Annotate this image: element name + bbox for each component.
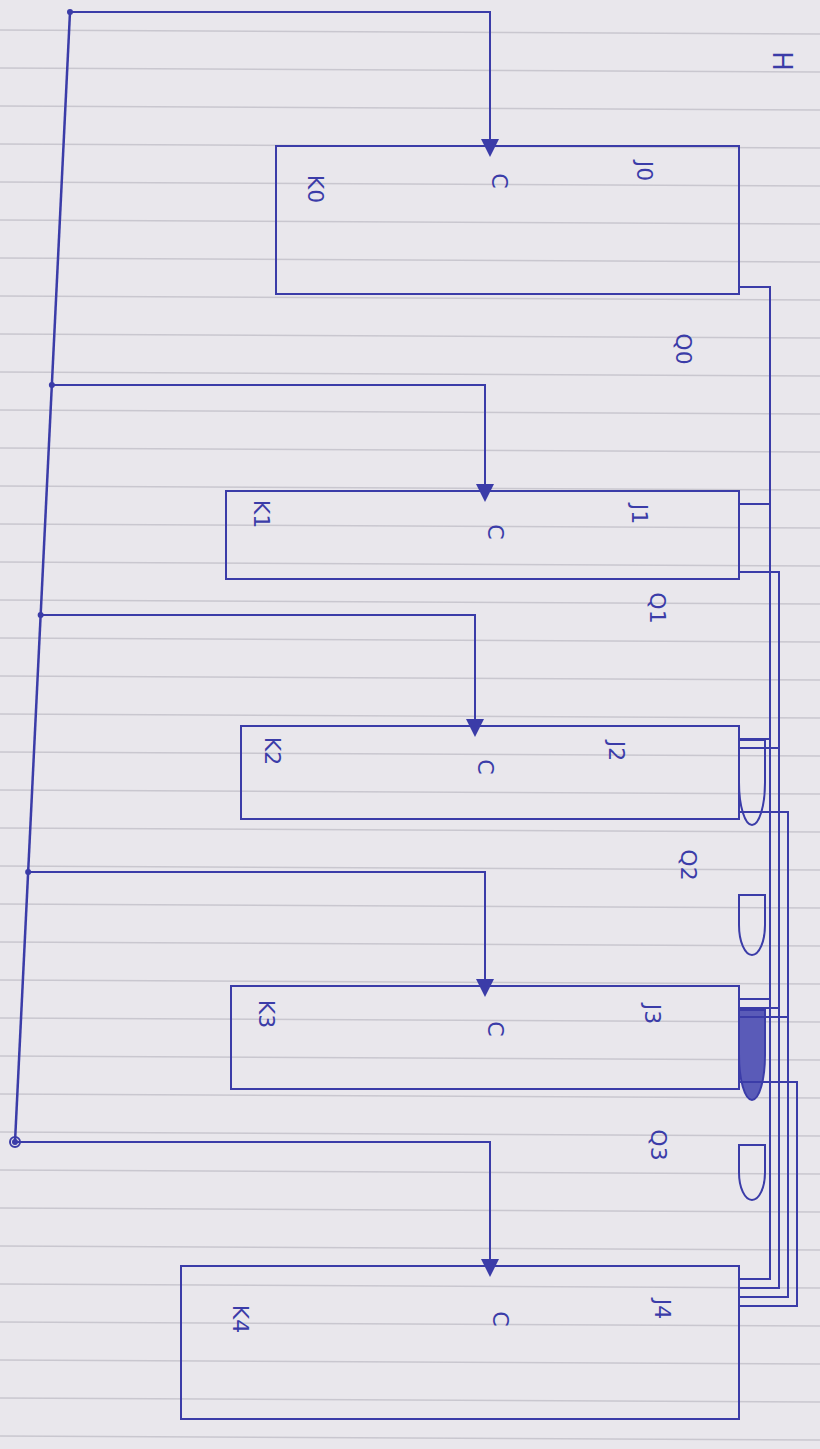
ruled-line <box>0 1094 820 1098</box>
ruled-line <box>0 942 820 946</box>
ruled-line <box>0 904 820 908</box>
clock-wire <box>41 615 475 723</box>
ruled-line <box>0 372 820 376</box>
ruled-line <box>0 30 820 34</box>
clock-arrow <box>481 139 499 157</box>
clock-wire <box>52 385 485 488</box>
ruled-line <box>0 676 820 680</box>
ruled-line <box>0 752 820 756</box>
ruled-line <box>0 638 820 642</box>
clock-arrow <box>476 484 494 502</box>
signal-wire <box>740 287 770 739</box>
pin-label: K0 <box>303 173 327 205</box>
pin-label: K4 <box>228 1303 252 1335</box>
ruled-line <box>0 1018 820 1022</box>
junction-dot <box>12 1139 18 1145</box>
ruled-line <box>0 1132 820 1136</box>
junction-dot <box>38 612 44 618</box>
ruled-line <box>0 714 820 718</box>
pin-label: K1 <box>249 498 273 530</box>
clock-arrow <box>481 1259 499 1277</box>
clock-wire <box>28 872 485 983</box>
signal-wire <box>740 287 770 999</box>
ruled-line <box>0 334 820 338</box>
ruled-line <box>0 182 820 186</box>
ruled-line <box>0 980 820 984</box>
pin-label: Q2 <box>676 847 700 882</box>
pin-label: J3 <box>640 1002 664 1027</box>
ruled-line <box>0 790 820 794</box>
signal-label: H <box>769 51 795 71</box>
and-gate <box>739 1145 765 1200</box>
ruled-line <box>0 1360 820 1364</box>
ruled-line <box>0 1208 820 1212</box>
flip-flop-box: J4 C K4 <box>180 1265 740 1420</box>
ruled-line <box>0 220 820 224</box>
junction-dot <box>67 9 73 15</box>
signal-wire <box>740 1082 797 1306</box>
ruled-line <box>0 1056 820 1060</box>
ruled-line <box>0 296 820 300</box>
flip-flop-box: J1CK1Q1 <box>225 490 740 580</box>
pin-label: Q1 <box>645 590 669 625</box>
ruled-line <box>0 1170 820 1174</box>
junction-dot <box>49 382 55 388</box>
ruled-line <box>0 562 820 566</box>
clock-wire <box>15 1142 490 1263</box>
ruled-line <box>0 524 820 528</box>
pin-label: C <box>473 757 497 776</box>
signal-wire <box>740 572 779 1288</box>
junction-dot <box>25 869 31 875</box>
ruled-line <box>0 1436 820 1440</box>
signal-wire <box>740 812 788 1017</box>
pin-label: J2 <box>604 739 628 764</box>
signal-wire <box>740 812 788 1297</box>
flip-flop-box: J3CK3Q3 <box>230 985 740 1090</box>
pin-label: C <box>488 1309 512 1328</box>
pin-label: C <box>483 522 507 541</box>
pin-label: J0 <box>632 159 656 184</box>
ruled-line <box>0 1246 820 1250</box>
and-gate <box>739 895 765 955</box>
flip-flop-box: J0CK0Q0 <box>275 145 740 295</box>
pin-label: K2 <box>260 735 284 767</box>
flip-flop-box: J2CK2Q2 <box>240 725 740 820</box>
pin-label: K3 <box>254 998 278 1030</box>
ruled-line <box>0 600 820 604</box>
pin-label: J1 <box>627 502 651 527</box>
clock-arrow <box>476 979 494 997</box>
ruled-line <box>0 1398 820 1402</box>
pin-label: C <box>487 171 511 190</box>
pin-label: J4 <box>650 1297 674 1322</box>
clock-arrow <box>466 719 484 737</box>
ruled-line <box>0 258 820 262</box>
signal-wire <box>740 287 770 1279</box>
clock-bus <box>15 12 70 1142</box>
ruled-line <box>0 68 820 72</box>
signal-wire <box>740 572 779 748</box>
signal-wire <box>740 287 770 504</box>
ruled-line <box>0 828 820 832</box>
ruled-line <box>0 410 820 414</box>
ruled-line <box>0 106 820 110</box>
pin-label: Q3 <box>646 1127 670 1162</box>
ruled-line <box>0 1284 820 1288</box>
and-gate <box>739 1010 765 1100</box>
pin-label: Q0 <box>671 331 695 366</box>
pin-label: C <box>483 1019 507 1038</box>
ruled-line <box>0 448 820 452</box>
signal-wire <box>740 572 779 1008</box>
clock-wire <box>70 12 490 143</box>
ruled-line <box>0 1322 820 1326</box>
